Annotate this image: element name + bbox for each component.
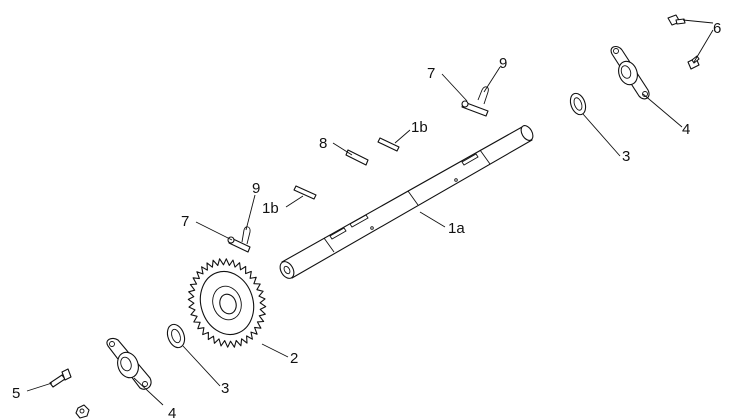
leader-lines [26,19,714,406]
sprocket-2 [187,258,267,348]
callout-4-left: 4 [168,405,176,420]
callout-4-right: 4 [682,121,690,138]
callout-9-upper: 9 [499,55,507,72]
callout-6: 6 [713,20,721,37]
callout-2: 2 [290,350,298,367]
key-1b-lower [293,185,317,200]
cotter-pin-9-lower [241,226,251,245]
callout-1b-upper: 1b [411,119,428,136]
pin-7-upper [461,100,489,117]
key-1b-upper [377,137,400,152]
callout-3-right: 3 [622,148,630,165]
cotter-pin-9-upper [477,86,489,105]
callout-9-lower: 9 [252,180,260,197]
shaft-1a [279,125,534,279]
callout-7-upper: 7 [427,65,435,82]
bearing-flange-4-left [106,337,152,390]
washer-3-right [569,92,587,116]
bolt-6-lower [687,55,700,70]
callout-8: 8 [319,135,327,152]
callout-1a: 1a [448,220,465,237]
bolt-6-upper [667,14,686,26]
bearing-flange-4-right [610,45,650,100]
callout-1b-lower: 1b [262,200,279,217]
bolt-5 [49,368,72,388]
callout-7-lower: 7 [181,213,189,230]
nut-lower [75,404,90,419]
washer-3-left [166,323,186,349]
callout-5: 5 [12,385,20,402]
key-8 [345,149,369,166]
callout-3-left: 3 [221,380,229,397]
